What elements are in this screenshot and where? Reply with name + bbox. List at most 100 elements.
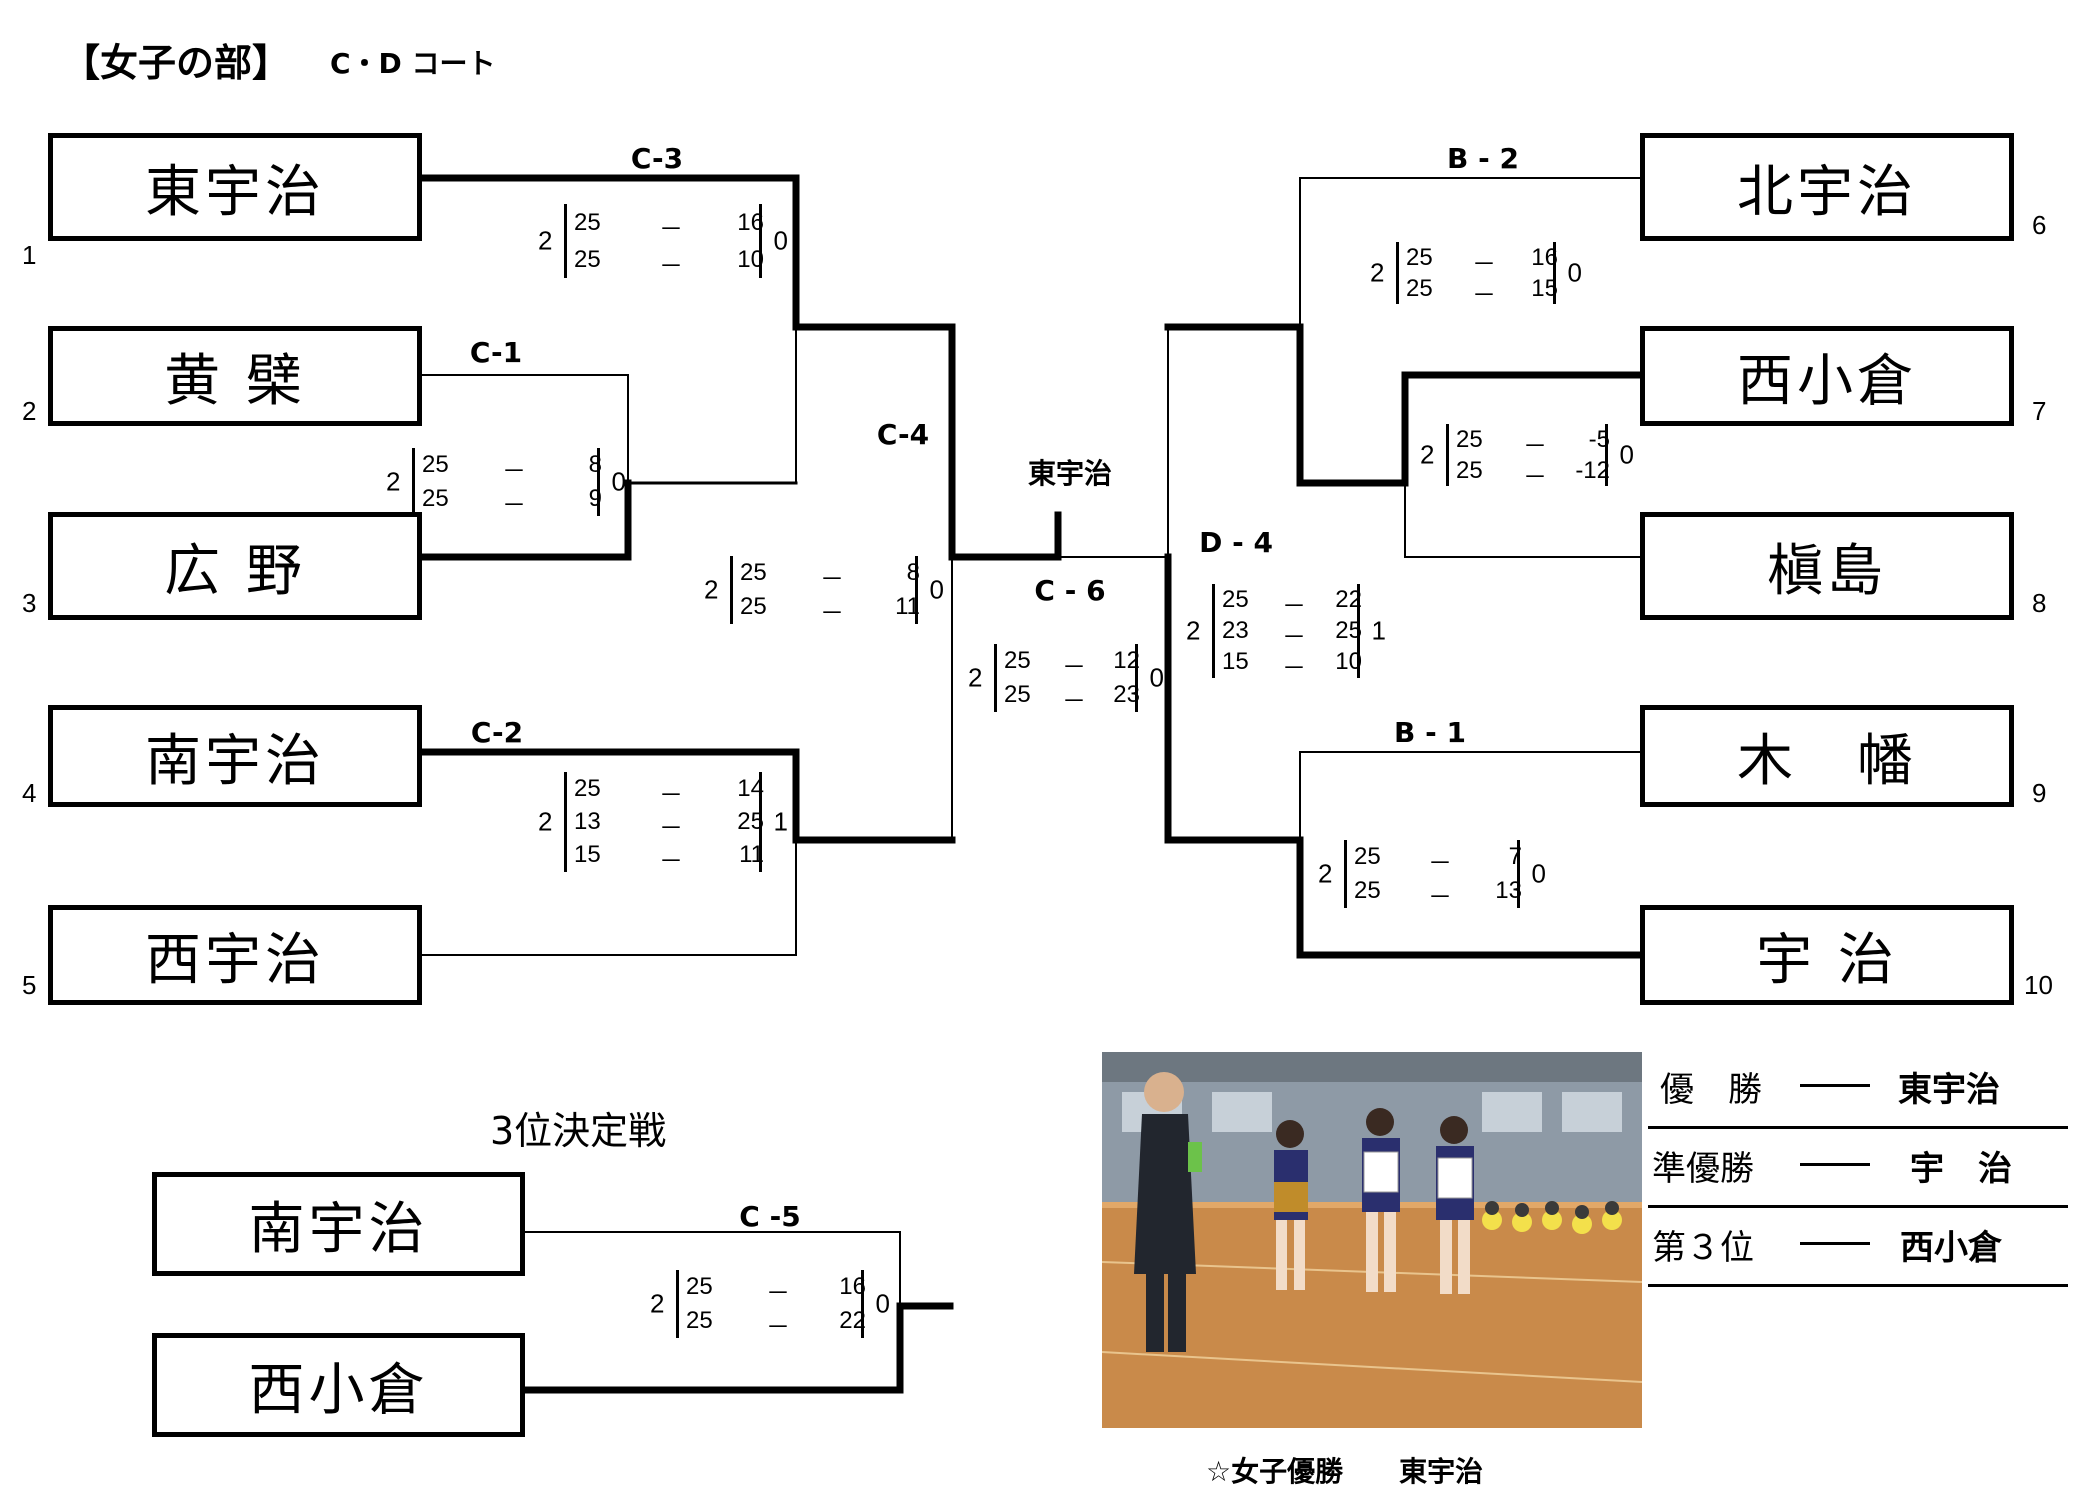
set-score-dash: － (1282, 592, 1306, 620)
set-score-home: 25 (1406, 274, 1433, 302)
line-c2-top (416, 748, 800, 844)
set-score-home: 25 (1456, 425, 1483, 453)
set-score-row: 15－11 (574, 841, 764, 875)
set-score-away: 8 (906, 559, 920, 586)
score-sets-won: 2 (386, 466, 401, 497)
set-score-home: 25 (740, 593, 767, 620)
match-label-c4: C-4 (876, 418, 930, 451)
result-dash (1800, 1242, 1870, 1245)
set-score-home: 25 (1222, 585, 1249, 613)
set-score-away: 12 (1113, 647, 1140, 674)
score-divider (730, 556, 733, 624)
set-score-row: 25－8 (422, 451, 602, 485)
match-label-c6: C - 6 (1034, 574, 1106, 607)
set-score-dash: － (1472, 281, 1496, 309)
seed-number: 6 (2032, 210, 2047, 240)
line-c1-bottom (416, 479, 632, 561)
team-box: 西宇治 (48, 905, 422, 1005)
set-score-away: -5 (1588, 425, 1610, 453)
line-c3-top (416, 174, 800, 331)
score-divider (861, 1270, 864, 1338)
score-sets-won: 2 (538, 225, 553, 256)
set-score-dash: － (1428, 850, 1452, 877)
score-divider (1357, 584, 1360, 678)
champion-label: 東宇治 (1027, 457, 1113, 490)
award-photo-drawing (1102, 1052, 1642, 1428)
court-label: C・D コート (330, 47, 496, 80)
score-divider (564, 204, 567, 278)
score-sets-lost: 0 (929, 574, 944, 605)
score-divider (564, 772, 567, 872)
seed-number: 4 (22, 778, 37, 808)
page-title: 【女子の部】 (62, 41, 291, 85)
score-sets-won: 2 (968, 662, 983, 693)
set-score-dash: － (766, 1314, 790, 1341)
score-sets-won: 2 (704, 574, 719, 605)
seed-number: 1 (22, 240, 37, 270)
set-score-away: 10 (737, 245, 764, 273)
line-c5-top (524, 1231, 901, 1307)
set-score-home: 15 (574, 841, 601, 869)
score-sets-won: 2 (538, 806, 553, 837)
score-sets-lost: 0 (773, 225, 788, 256)
score-sets-lost: 1 (1371, 615, 1386, 646)
set-score-dash: － (659, 848, 683, 876)
result-team: 東宇治 (1898, 1070, 2000, 1110)
team-box: 宇 治 (1640, 905, 2014, 1005)
set-score-away: 16 (839, 1273, 866, 1300)
set-score-dash: － (502, 492, 526, 519)
result-team: 西小倉 (1900, 1228, 2002, 1268)
score-divider (1605, 424, 1608, 486)
result-dash (1800, 1084, 1870, 1087)
set-score-home: 25 (740, 559, 767, 586)
set-score-row: 23－25 (1222, 617, 1362, 651)
results-list: 優 勝 東宇治 準優勝 宇 治 第３位 西小倉 (1648, 1050, 2068, 1287)
score-divider (412, 448, 415, 516)
set-score-dash: － (659, 815, 683, 842)
set-score-home: 25 (1354, 877, 1381, 904)
team-box: 木 幡 (1640, 705, 2014, 807)
set-score-away: 22 (1335, 585, 1362, 613)
set-score-home: 25 (574, 208, 601, 236)
set-score-away: 15 (1531, 274, 1558, 302)
score-sets-lost: 0 (1567, 257, 1582, 288)
seed-number: 9 (2032, 778, 2047, 808)
set-score-row: 25－-5 (1456, 425, 1610, 460)
result-row: 優 勝 東宇治 (1648, 1050, 2068, 1129)
set-score-row: 13－25 (574, 808, 764, 842)
team-box: 東宇治 (48, 133, 422, 241)
result-place: 準優勝 (1652, 1149, 1754, 1189)
seed-number: 2 (22, 396, 37, 426)
set-score-row: 25 － 15 (1406, 274, 1558, 309)
set-score-home: 25 (574, 245, 601, 273)
set-score-home: 25 (1456, 456, 1483, 484)
score-sets-lost: 0 (1531, 858, 1546, 889)
score-divider (915, 556, 918, 624)
set-score-row: 25－16 (686, 1273, 866, 1307)
set-score-home: 25 (422, 485, 449, 512)
set-score-dash: － (820, 600, 844, 627)
match-label-c5: C -5 (739, 1200, 801, 1233)
set-score-home: 25 (574, 774, 601, 802)
set-score-home: 15 (1222, 648, 1249, 676)
set-score-dash: － (1428, 884, 1452, 911)
line-c1-top (419, 374, 629, 484)
third-place-title: 3位決定戦 (490, 1109, 667, 1153)
set-score-dash: － (1282, 624, 1306, 651)
set-score-dash: － (820, 566, 844, 593)
score-divider (1344, 840, 1347, 908)
score-sets-lost: 0 (1149, 662, 1164, 693)
line-c2-bottom (419, 839, 797, 956)
set-score-row: 25－14 (574, 774, 764, 809)
line-d4-inner-top (1401, 371, 1646, 487)
team-box: 西小倉 (1640, 326, 2014, 426)
set-score-dash: － (1062, 654, 1086, 681)
set-score-away: 14 (737, 774, 764, 802)
result-place: 第３位 (1652, 1228, 1754, 1268)
